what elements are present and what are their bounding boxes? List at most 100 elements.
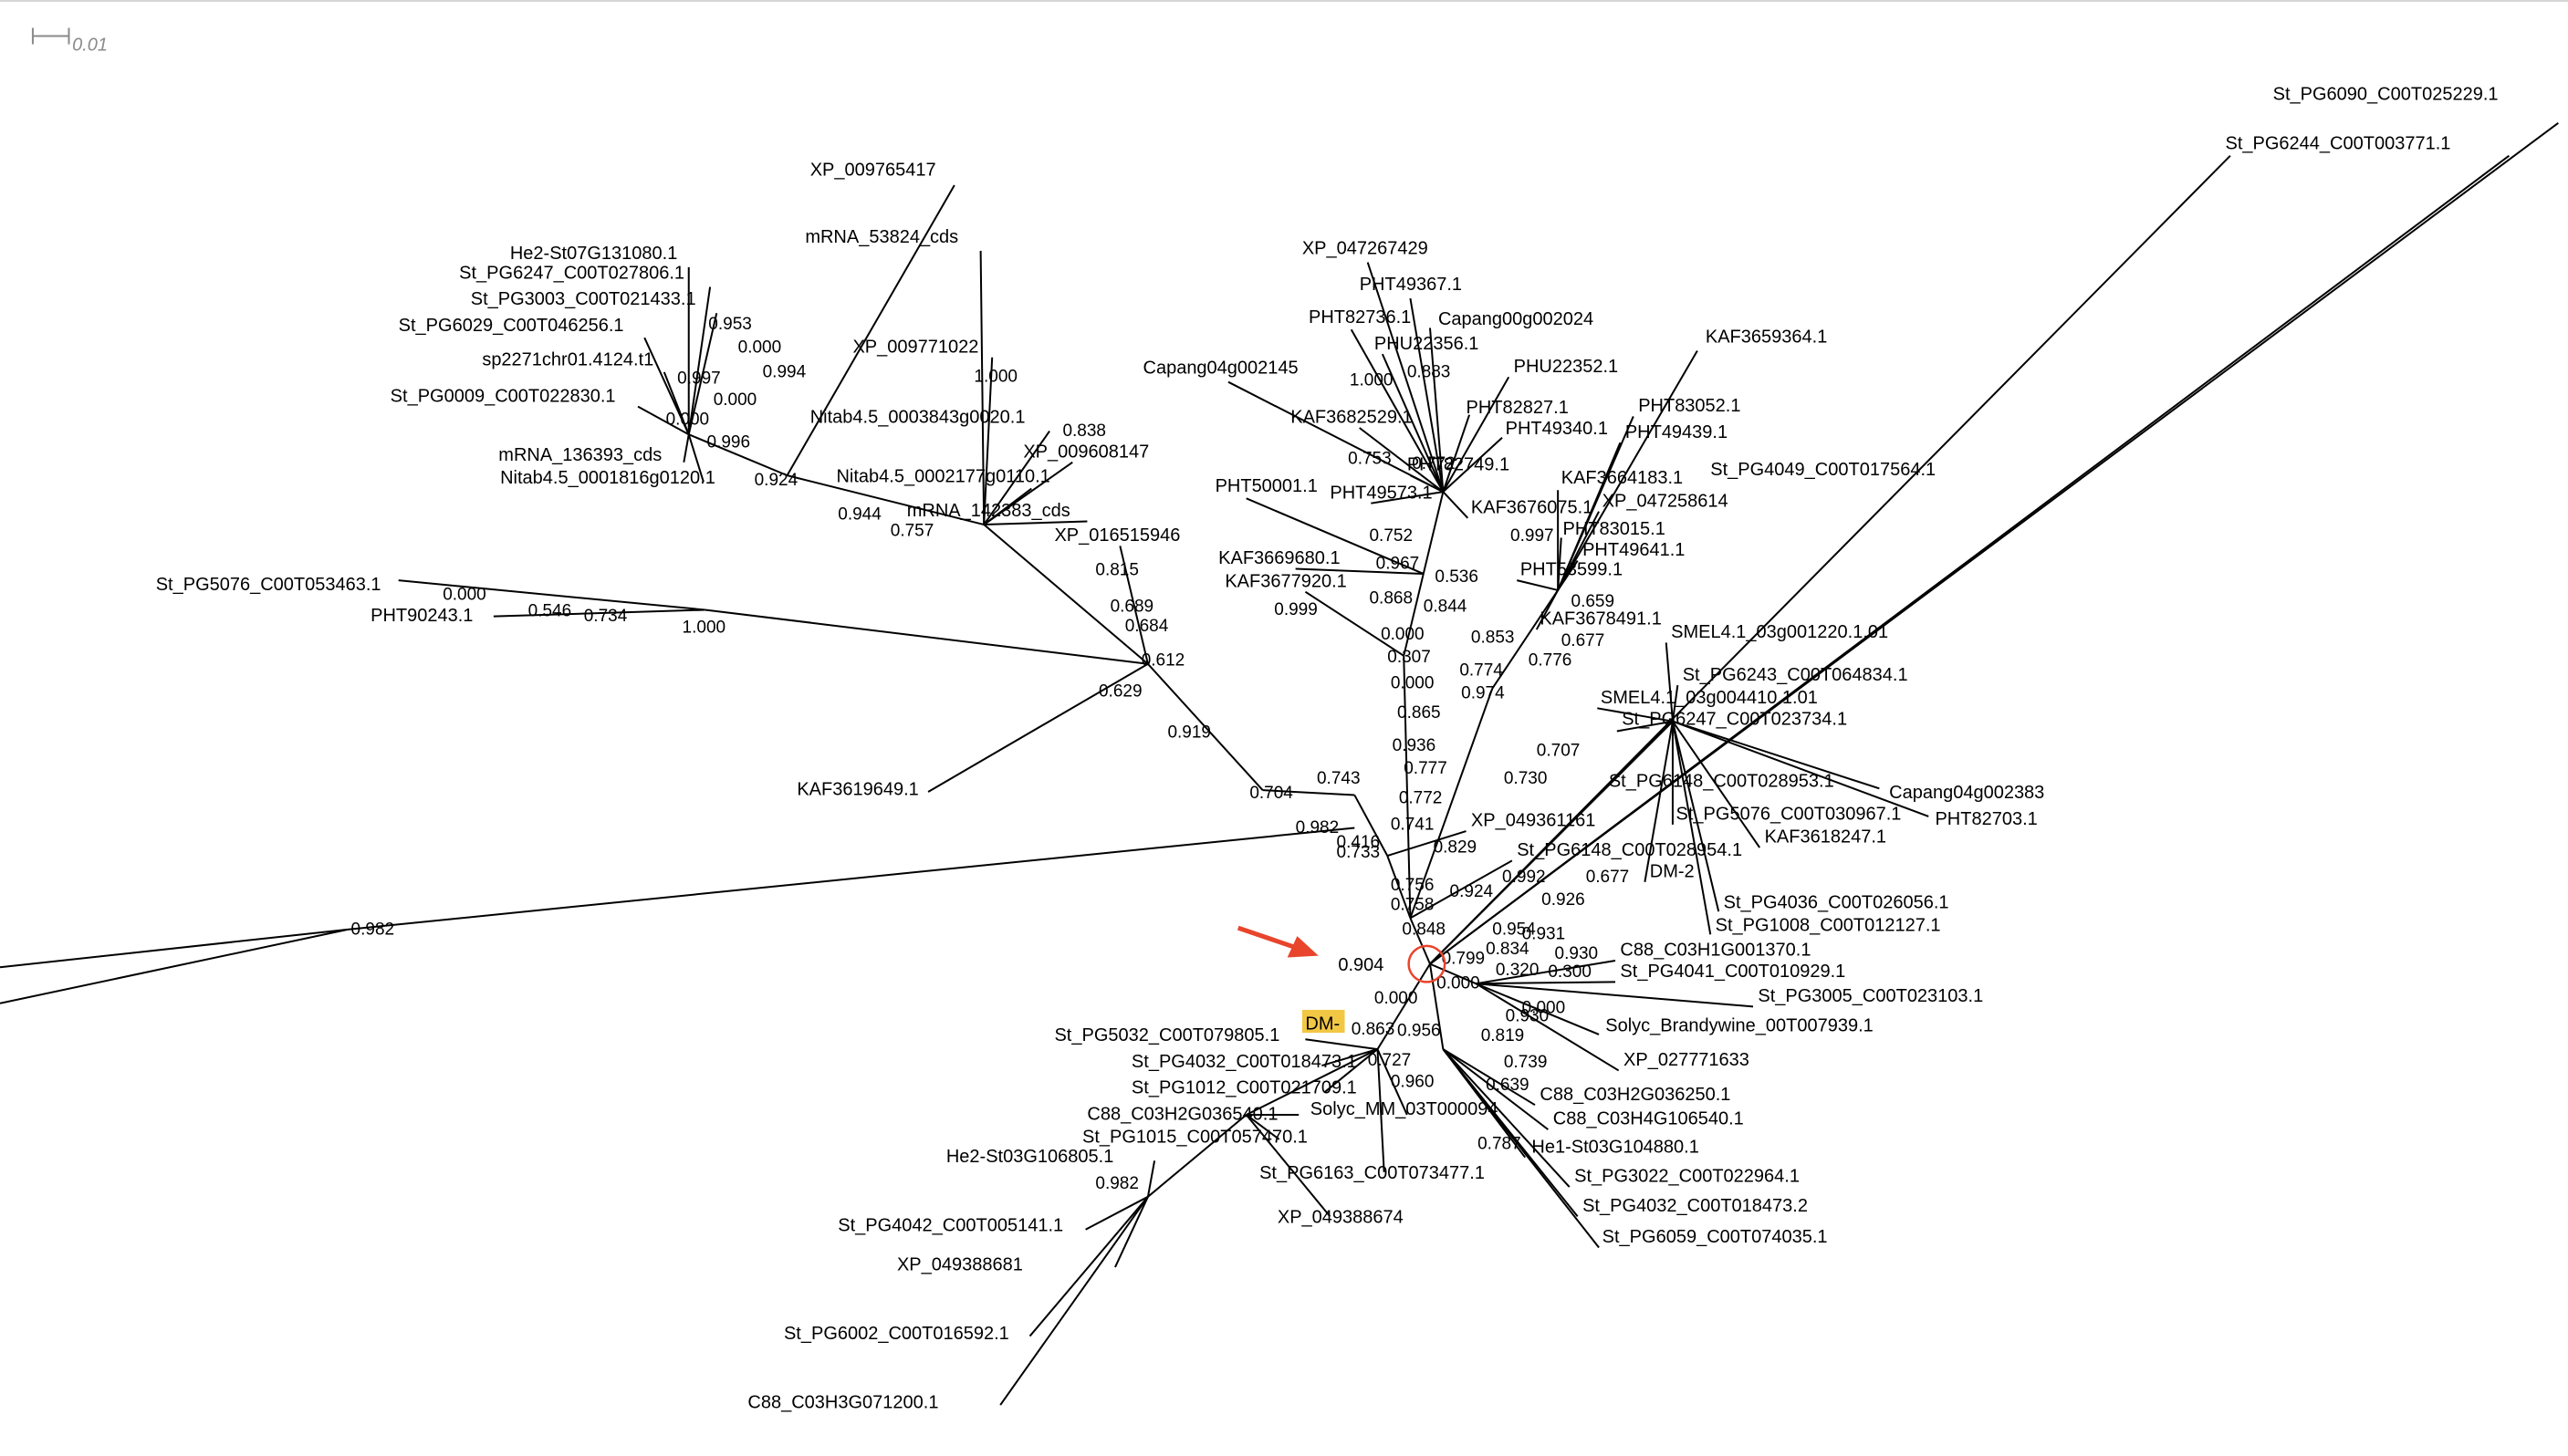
leaf-label: He1-St03G104880.1 bbox=[1531, 1137, 1698, 1157]
leaf-label: XP_047258614 bbox=[1602, 491, 1728, 511]
leaf-label: St_PG0009_C00T022830.1 bbox=[391, 386, 616, 406]
leaf-label: PHT49367.1 bbox=[1360, 275, 1462, 295]
support-value: 0.865 bbox=[1397, 703, 1441, 723]
support-value: 0.753 bbox=[1348, 450, 1392, 469]
leaf-label: He2-St07G131080.1 bbox=[510, 244, 677, 264]
tree-branch bbox=[398, 579, 705, 611]
tree-branch bbox=[1304, 590, 1404, 657]
leaf-label: St_PG1008_C00T012127.1 bbox=[1716, 916, 1941, 936]
support-value: 0.734 bbox=[584, 607, 628, 626]
support-value: 0.689 bbox=[1111, 597, 1154, 616]
leaf-label: PHT82703.1 bbox=[1935, 809, 2037, 829]
leaf-label: KAF3678491.1 bbox=[1540, 609, 1661, 629]
support-value: 0.924 bbox=[755, 471, 799, 490]
tree-branch bbox=[1409, 688, 1494, 919]
tree-branch bbox=[1146, 1160, 1156, 1197]
tree-branch bbox=[1350, 328, 1445, 493]
leaf-label: C88_C03H1G001370.1 bbox=[1620, 941, 1811, 961]
support-value: 0.000 bbox=[1391, 674, 1435, 693]
tree-branch bbox=[1429, 155, 2231, 965]
support-value: 0.930 bbox=[1506, 1007, 1550, 1026]
tree-branch bbox=[1028, 1196, 1149, 1337]
support-value: 0.704 bbox=[1249, 784, 1293, 803]
leaf-label: SMEL4.1_03g004410.1.01 bbox=[1601, 688, 1818, 708]
support-value: 0.863 bbox=[1352, 1020, 1395, 1039]
leaf-label: St_PG6244_C00T003771.1 bbox=[2226, 134, 2451, 154]
leaf-label: DM-2 bbox=[1650, 861, 1695, 881]
support-value: 0.757 bbox=[891, 522, 934, 541]
tree-branch bbox=[493, 608, 705, 618]
leaf-label: PHT50001.1 bbox=[1216, 476, 1318, 496]
tree-branch bbox=[687, 286, 712, 435]
tree-branch bbox=[1476, 981, 1616, 985]
leaf-label: KAF3664183.1 bbox=[1561, 468, 1683, 488]
tree-branch bbox=[1671, 721, 1720, 912]
root-node-circle bbox=[1407, 944, 1446, 983]
support-value: 0.834 bbox=[1486, 940, 1529, 959]
tree-branch bbox=[1665, 642, 1674, 722]
support-value: 0.000 bbox=[443, 586, 486, 605]
tree-branch bbox=[1085, 1195, 1149, 1231]
tree-branch bbox=[984, 520, 1088, 526]
scale-bar-label: 0.01 bbox=[72, 36, 108, 56]
support-value: 0.639 bbox=[1486, 1076, 1529, 1095]
tree-branch bbox=[1119, 546, 1149, 665]
leaf-label: Solyc_MM_03T000094 bbox=[1310, 1099, 1498, 1119]
leaf-label: XP_009765417 bbox=[810, 160, 936, 180]
support-value: 0.546 bbox=[528, 602, 572, 621]
support-value: 0.944 bbox=[838, 505, 882, 525]
tree-branch bbox=[663, 371, 690, 435]
leaf-label: KAF3677920.1 bbox=[1225, 571, 1346, 591]
leaf-label: St_PG6243_C00T064834.1 bbox=[1683, 665, 1908, 685]
support-value: 0.926 bbox=[1541, 890, 1585, 910]
support-value: 0.677 bbox=[1586, 868, 1630, 887]
leaf-label: St_PG6163_C00T073477.1 bbox=[1259, 1163, 1485, 1183]
support-value: 1.000 bbox=[974, 368, 1018, 387]
leaf-label: Nitab4.5_0001816g0120.1 bbox=[500, 468, 715, 488]
tree-branch bbox=[1403, 655, 1412, 919]
support-value: 0.982 bbox=[1095, 1174, 1139, 1193]
support-value: 0.772 bbox=[1399, 789, 1443, 808]
tree-branch bbox=[1409, 474, 1444, 493]
leaf-label: St_PG5032_C00T079805.1 bbox=[1054, 1025, 1279, 1045]
tree-branch bbox=[1442, 1048, 1536, 1107]
tree-branch bbox=[687, 313, 718, 435]
tree-branch bbox=[1671, 721, 1712, 935]
tree-branch bbox=[1409, 917, 1431, 965]
leaf-label: PHT83052.1 bbox=[1638, 396, 1740, 416]
leaf-label: St_PG3022_C00T022964.1 bbox=[1574, 1167, 1800, 1187]
leaf-label: PHT49340.1 bbox=[1506, 419, 1608, 439]
tree-branch bbox=[983, 431, 1050, 525]
support-value: 0.730 bbox=[1504, 769, 1548, 788]
top-border bbox=[0, 0, 2568, 2]
tree-branch bbox=[1305, 1038, 1378, 1051]
tree-branch bbox=[1442, 1048, 1571, 1188]
tree-branch bbox=[1557, 537, 1562, 590]
tree-branch bbox=[1476, 983, 1754, 1008]
tree-branch bbox=[1371, 491, 1444, 504]
tree-branch bbox=[1409, 297, 1445, 493]
support-value: 0.919 bbox=[1167, 723, 1211, 743]
tree-branch bbox=[983, 357, 994, 525]
leaf-label: PHU22356.1 bbox=[1374, 334, 1479, 354]
support-value: 0.967 bbox=[1376, 555, 1420, 574]
leaf-label: PHT82736.1 bbox=[1309, 307, 1411, 328]
leaf-label: St_PG4041_C00T010929.1 bbox=[1620, 962, 1845, 982]
support-value: 0.000 bbox=[1522, 999, 1566, 1018]
tree-branch bbox=[1429, 962, 1477, 985]
leaf-label: St_PG3003_C00T021433.1 bbox=[471, 289, 696, 309]
leaf-label: KAF3676075.1 bbox=[1471, 497, 1592, 517]
tree-branch bbox=[1644, 721, 1674, 882]
leaf-label: St_PG6029_C00T046256.1 bbox=[399, 316, 624, 336]
leaf-label: XP_016515946 bbox=[1054, 525, 1180, 546]
support-value: 0.994 bbox=[763, 362, 807, 381]
leaf-label: SMEL4.1_03g001220.1.01 bbox=[1671, 622, 1888, 642]
leaf-label: St_PG4042_C00T005141.1 bbox=[838, 1216, 1063, 1236]
support-value: 0.982 bbox=[351, 920, 395, 939]
support-value: 0.997 bbox=[677, 369, 721, 388]
leaf-label: Capang00g002024 bbox=[1438, 309, 1593, 329]
tree-branch bbox=[1409, 859, 1513, 920]
tree-branch bbox=[1616, 720, 1674, 733]
leaf-label: St_PG5076_C00T053463.1 bbox=[156, 575, 381, 595]
support-value: 0.883 bbox=[1407, 362, 1451, 381]
